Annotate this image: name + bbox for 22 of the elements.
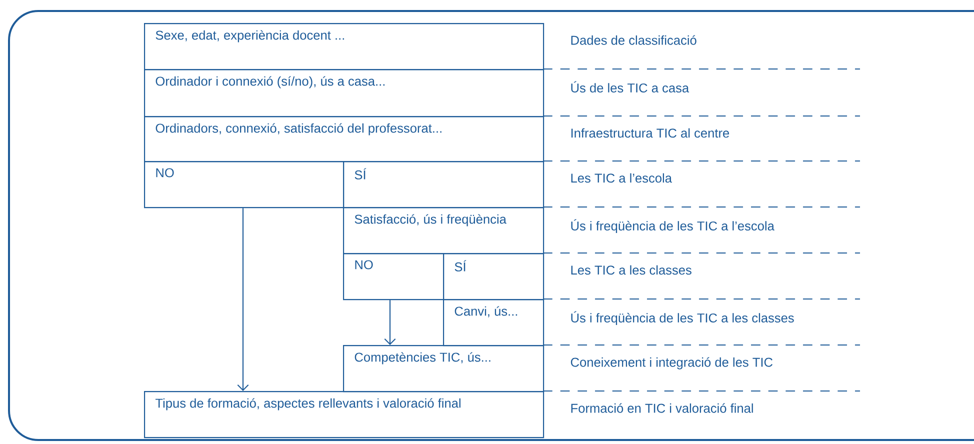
section-label: Ús de les TIC a casa [571,81,690,92]
process-box: Competències TIC, ús... [343,345,544,392]
process-box: NO [343,253,444,300]
process-box: Canvi, ús... [443,299,544,346]
section-label: Ús i freqüència de les TIC a les classes [571,311,794,326]
section-label: Les TIC a les classes [571,265,692,275]
process-box: SÍ [443,253,544,300]
section-label: Formació en TIC i valoració final [571,403,753,413]
section-label: Dades de classificació [571,35,696,45]
process-box: Sexe, edat, experiència docent ... [144,23,544,70]
arrow [237,208,249,391]
process-box: Ordinadors, connexió, satisfacció del professorat... [144,116,544,162]
section-label: Les TIC a l’escola [571,173,672,183]
process-box: Tipus de formació, aspectes rellevants i valoració final [144,391,544,438]
section-label: Coneixement i integració de les TIC [570,357,773,370]
process-box: Ordinador i connexió (sí/no), ús a casa... [144,69,544,118]
section-label: Ús i freqüència de les TIC a l’escola [571,219,774,234]
process-box: Satisfacció, ús i freqüència [343,207,544,254]
process-box: SÍ [343,161,544,208]
process-box: NO [144,161,344,208]
section-label: Infraestructura TIC al centre [571,128,730,138]
arrow [384,300,396,345]
